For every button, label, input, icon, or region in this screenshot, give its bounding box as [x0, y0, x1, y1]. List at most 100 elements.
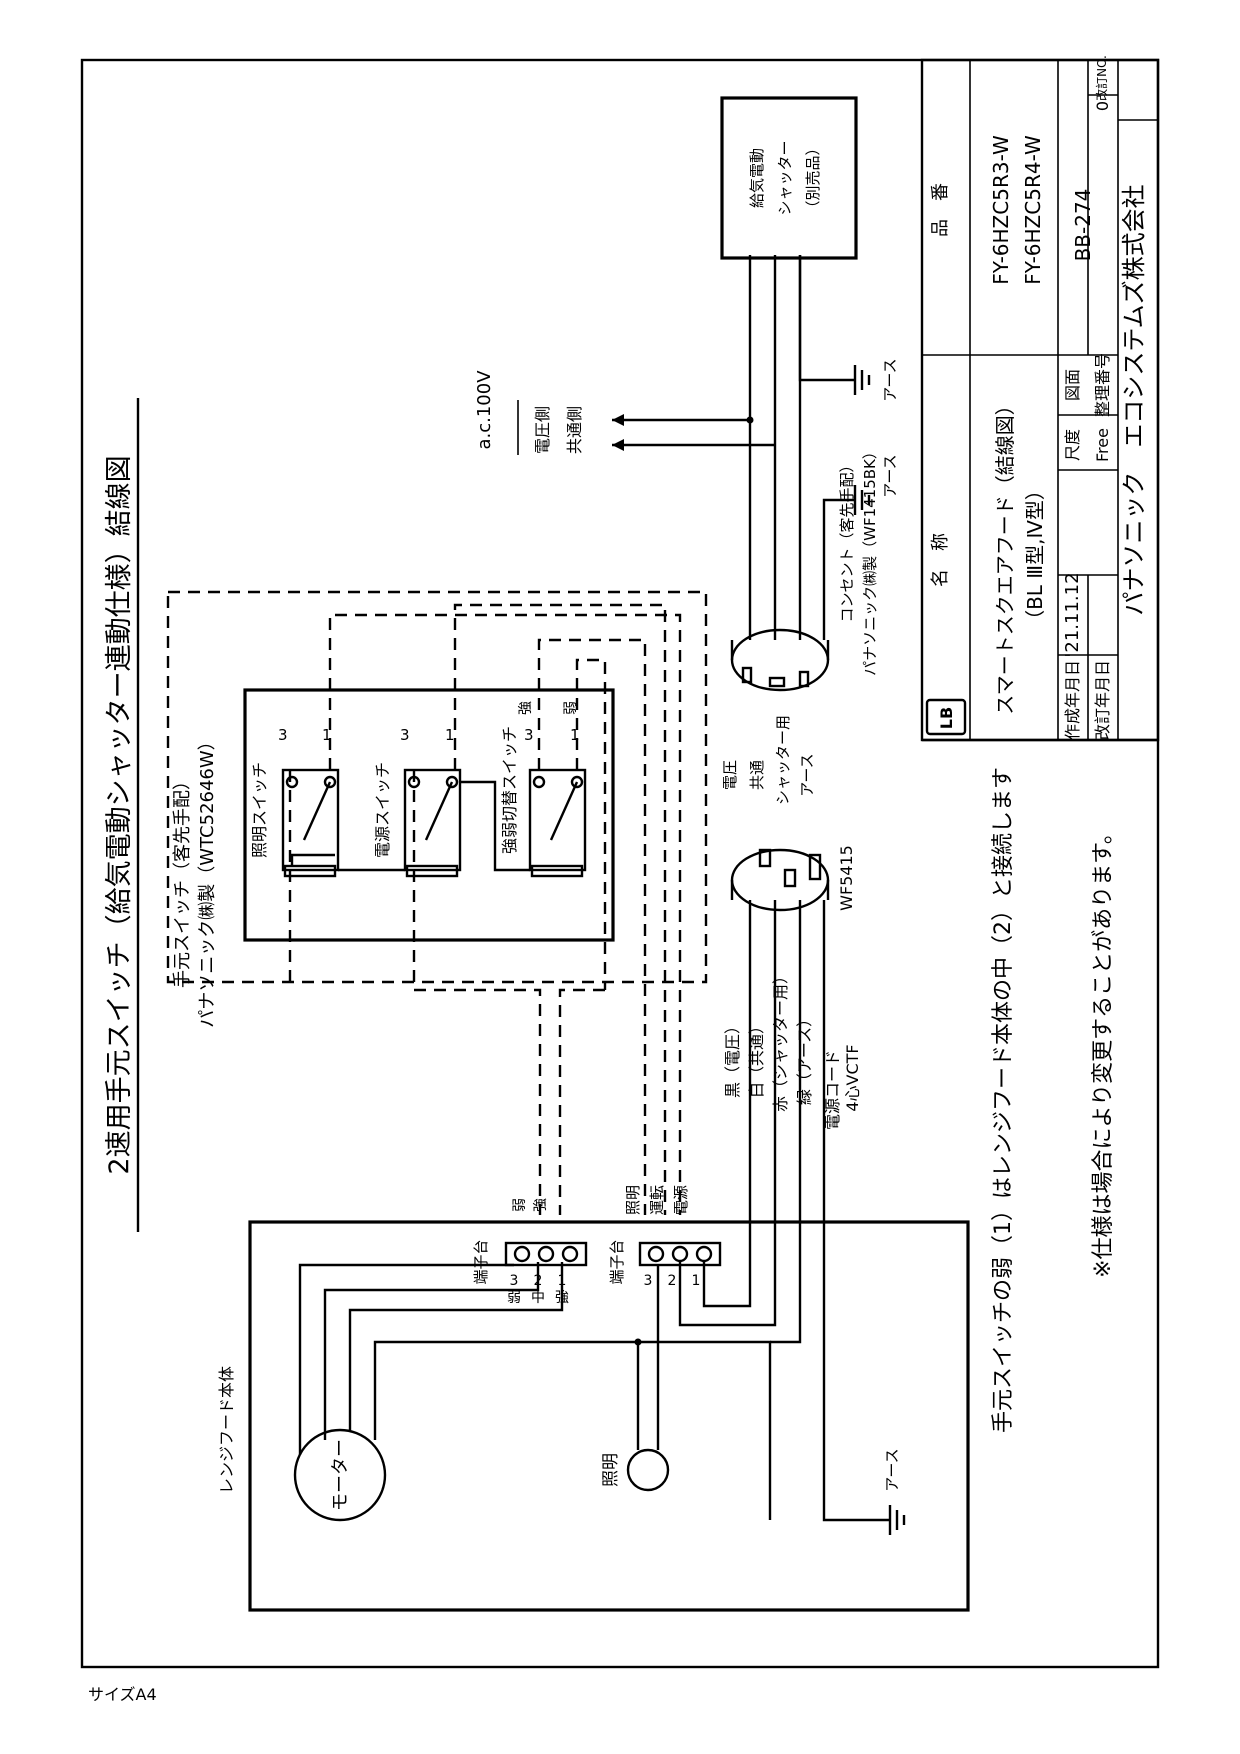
arrow-common [612, 439, 624, 451]
revision-number: 0 [1093, 101, 1112, 111]
terminal-block-label-fan: 端子台 [472, 1239, 490, 1284]
outlet-wf1415bk [730, 628, 830, 692]
light-label: 照明 [601, 1453, 621, 1487]
hand-switch-outline [166, 590, 708, 984]
model-header: 品 番 [930, 183, 951, 237]
light-switch-pin1: 1 [322, 726, 332, 744]
maker-logo: LB [925, 698, 967, 736]
speed-switch-weak: 弱 [563, 701, 579, 715]
cord-wire-green: 緑（アース） [795, 1011, 814, 1105]
hand-switch-plate [243, 688, 615, 942]
speed-switch-pin3: 3 [524, 726, 534, 744]
earth-symbol-outlet [853, 485, 871, 515]
earth-symbol-hood [822, 1215, 906, 1535]
power-switch [403, 768, 462, 878]
earth-symbol-shutter [853, 365, 871, 395]
motor-label: モーター [330, 1439, 351, 1511]
earth-label-outlet: アース [881, 454, 899, 497]
outlet-maker: パナソニック㈱製（WF1415BK） [861, 444, 879, 676]
company-name: パナソニック エコシステムズ株式会社 [1120, 184, 1148, 615]
speed-switch [528, 768, 587, 878]
created-label: 作成年月日 [1063, 660, 1082, 740]
tb-fan-label-weak: 弱 [507, 1290, 521, 1306]
created-date: '21.11.12 [1062, 572, 1083, 657]
light-switch-label: 照明スイッチ [250, 762, 269, 858]
hand-switch-title: 手元スイッチ（客先手配） [172, 772, 193, 988]
paper-size: サイズA4 [88, 1685, 157, 1704]
plug-label-common: 共通 [748, 760, 766, 790]
model-number-1: FY-6HZC5R3-W [989, 135, 1013, 285]
tb-fan-label-mid: 中 [531, 1290, 545, 1306]
product-name-line1: スマートスクエアフード（結線図） [993, 395, 1017, 714]
motor-symbol [293, 1428, 387, 1522]
mgmt-number-label: 整理番号 [1093, 353, 1112, 417]
cord-wire-red: 赤（シャッター用） [771, 968, 790, 1112]
shutter-line1: 給気電動 [748, 148, 766, 208]
outlet-name: コンセント（客先手配） [838, 457, 856, 622]
plug-label-voltage: 電圧 [721, 760, 739, 790]
range-hood-body [248, 1220, 970, 1612]
supply-wiring [612, 255, 855, 640]
speed-switch-pin1: 1 [570, 726, 580, 744]
light-symbol [626, 1448, 670, 1492]
shutter-line2: シャッター [776, 140, 794, 215]
tb-ctrl-num-1: 1 [692, 1273, 701, 1289]
switch-dashed-wiring [288, 603, 682, 1215]
terminal-block-control [638, 1241, 722, 1267]
terminal-block-fan [504, 1241, 588, 1267]
plug-wf5415 [730, 848, 830, 912]
power-cord [748, 900, 826, 1215]
light-switch [281, 768, 340, 878]
cord-spec: 4心VCTF [843, 1044, 862, 1111]
revised-label: 改訂年月日 [1093, 660, 1112, 740]
plug-model: WF5415 [837, 845, 856, 911]
supply-common-side: 共通側 [565, 406, 584, 454]
product-name-line2: （BL Ⅲ型,Ⅳ型） [1023, 480, 1047, 630]
control-wiring [678, 1215, 802, 1344]
cord-wire-white: 白（共通） [747, 1018, 766, 1098]
note-connection: 手元スイッチの弱（1）はレンジフード本体の中（2）と接続します [991, 767, 1016, 1433]
supply-voltage-side: 電圧側 [533, 406, 552, 454]
light-switch-pin3: 3 [278, 726, 288, 744]
power-switch-pin1: 1 [445, 726, 455, 744]
title-block: LB 名 称 品 番 スマートスクエアフード（結線図） （BL Ⅲ型,Ⅳ型） F… [920, 55, 1160, 742]
earth-label-shutter: アース [881, 358, 899, 401]
speed-switch-strong: 強 [518, 701, 534, 715]
shutter-box [720, 96, 858, 260]
scale-value: Free [1093, 428, 1112, 462]
plug-label-earth: アース [798, 753, 816, 796]
hand-switch-maker: パナソニック㈱製（WTC52646W） [197, 732, 218, 1027]
shutter-line3: （別売品） [804, 140, 822, 215]
model-number-2: FY-6HZC5R4-W [1021, 135, 1045, 285]
drawing-number: BB-274 [1071, 189, 1095, 262]
arrow-voltage [612, 414, 624, 426]
note-spec-change: ※仕様は場合により変更することがあります。 [1091, 822, 1116, 1278]
tb-ctrl-num-2: 2 [668, 1273, 677, 1289]
light-wiring [634, 1264, 660, 1450]
earth-label-hood: アース [883, 1448, 901, 1491]
wire-label-run: 運転 [648, 1185, 666, 1215]
drawing-label: 図面 [1063, 369, 1082, 401]
cord-name: 電源コード [823, 1050, 842, 1130]
tb-fan-num-3: 3 [510, 1273, 519, 1289]
scale-label: 尺度 [1063, 429, 1082, 461]
range-hood-label: レンジフード本体 [217, 1366, 236, 1494]
speed-switch-label: 強弱切替スイッチ [500, 726, 519, 854]
wire-label-weak: 弱 [512, 1198, 528, 1212]
plug-label-shutter: シャッター用 [774, 715, 792, 805]
switch-internal-links [290, 780, 530, 872]
name-header: 名 称 [930, 533, 951, 587]
power-switch-label: 電源スイッチ [373, 762, 392, 858]
motor-wiring [298, 1262, 772, 1520]
logo-text: LB [937, 707, 956, 729]
revision-label: 改訂NO. [1094, 55, 1109, 101]
cord-wire-black: 黒（電圧） [723, 1018, 742, 1098]
drawing-title: 2速用手元スイッチ（給気電動シャッター連動仕様）結線図 [104, 455, 135, 1174]
power-switch-pin3: 3 [400, 726, 410, 744]
terminal-block-label-control: 端子台 [608, 1239, 626, 1284]
supply-voltage: a.c.100V [474, 370, 495, 450]
tb-ctrl-num-3: 3 [644, 1273, 653, 1289]
wire-label-light: 照明 [624, 1185, 642, 1215]
drawing-frame [80, 58, 1160, 1669]
